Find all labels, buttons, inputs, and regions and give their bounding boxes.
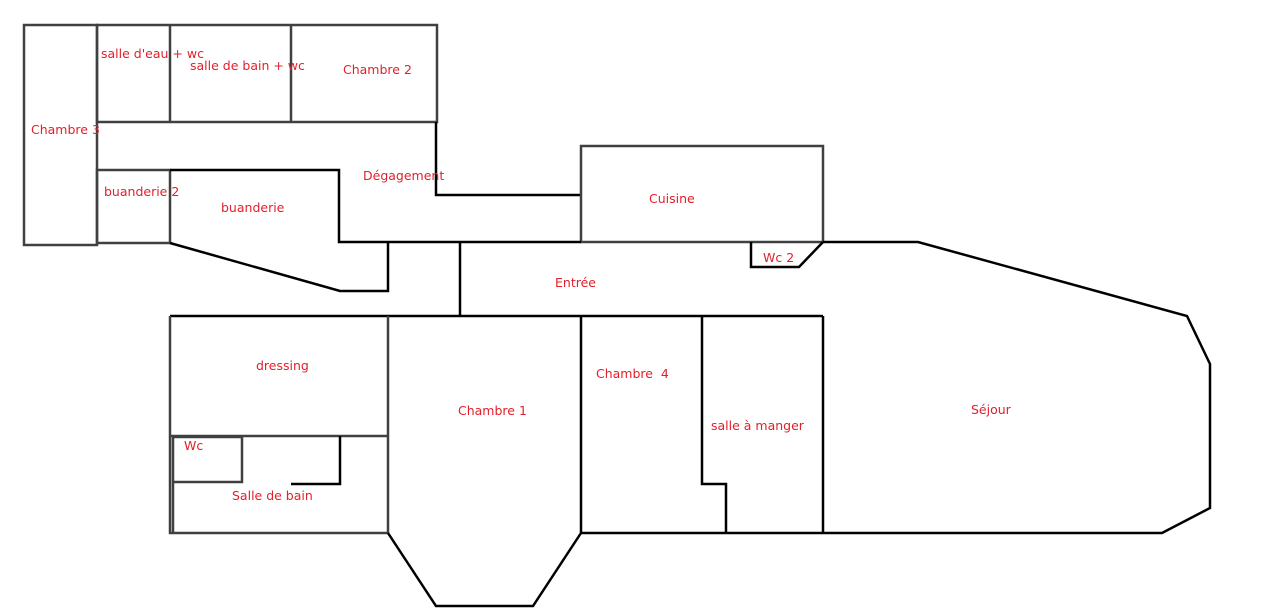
label-dressing: dressing bbox=[256, 358, 309, 373]
wall-chambre4 bbox=[700, 316, 825, 533]
label-degagement: Dégagement bbox=[363, 168, 444, 183]
label-chambre3: Chambre 3 bbox=[31, 122, 100, 137]
label-wc2: Wc 2 bbox=[763, 250, 794, 265]
walls bbox=[22, 23, 1212, 608]
label-salle-bain-wc: salle de bain + wc bbox=[190, 58, 305, 73]
wall-buanderie2 bbox=[95, 168, 172, 245]
wall-chambre1 bbox=[386, 316, 583, 608]
wall-degagement bbox=[434, 122, 581, 197]
label-entree: Entrée bbox=[555, 275, 596, 290]
wall-cuisine bbox=[579, 144, 825, 244]
label-salle-manger: salle à manger bbox=[711, 418, 805, 433]
label-salle-bain: Salle de bain bbox=[232, 488, 313, 503]
label-chambre1: Chambre 1 bbox=[458, 403, 527, 418]
wall-wc2 bbox=[749, 241, 824, 269]
room-labels: Chambre 3 salle d'eau + wc salle de bain… bbox=[31, 46, 1012, 503]
label-wc: Wc bbox=[184, 438, 203, 453]
label-chambre4: Chambre 4 bbox=[596, 366, 669, 381]
wall-buanderie bbox=[169, 168, 581, 293]
label-salle-eau: salle d'eau + wc bbox=[101, 46, 204, 61]
wall-sejour bbox=[581, 240, 1212, 535]
wall-salle-bain bbox=[291, 436, 342, 486]
label-buanderie: buanderie bbox=[221, 200, 285, 215]
label-cuisine: Cuisine bbox=[649, 191, 695, 206]
wall-chambre3 bbox=[22, 23, 99, 247]
wall-wc bbox=[171, 435, 244, 533]
label-chambre2: Chambre 2 bbox=[343, 62, 412, 77]
label-sejour: Séjour bbox=[971, 402, 1012, 417]
label-buanderie2: buanderie 2 bbox=[104, 184, 179, 199]
